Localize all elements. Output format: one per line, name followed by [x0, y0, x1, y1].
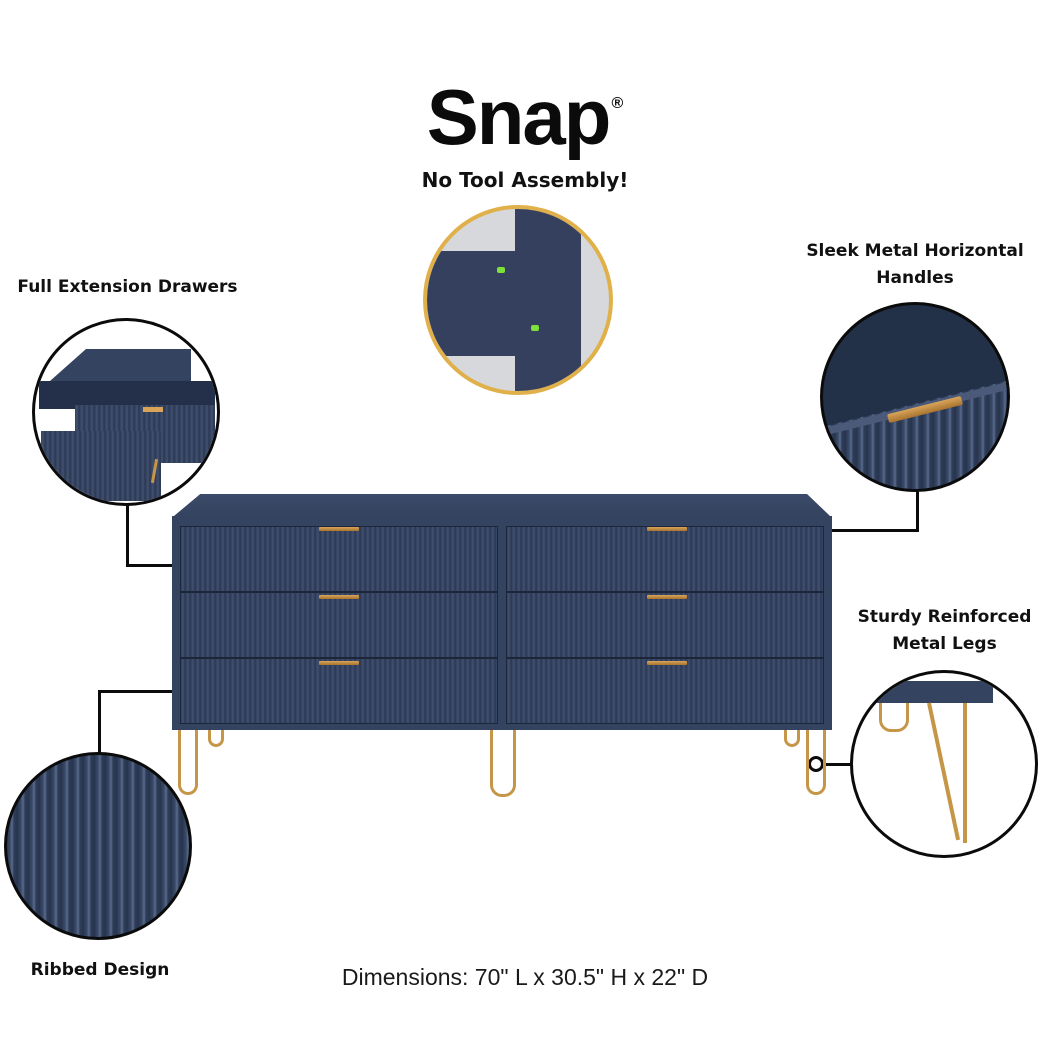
snap-clip-icon — [497, 267, 505, 273]
legs-detail-image — [850, 670, 1038, 858]
ribbed-detail-image — [4, 752, 192, 940]
handles-detail-image — [820, 302, 1010, 492]
dresser-leg — [784, 730, 800, 747]
leg-icon — [879, 703, 909, 732]
tagline: No Tool Assembly! — [421, 168, 629, 192]
feature-label-drawers: Full Extension Drawers — [17, 277, 238, 297]
dresser-leg — [178, 730, 198, 795]
drawer — [180, 658, 498, 724]
feature-label-handles: Sleek Metal Horizontal Handles — [806, 241, 1024, 288]
callout-dot — [808, 756, 824, 772]
feature-label-ribbed: Ribbed Design — [30, 960, 170, 980]
snap-clip-icon — [531, 325, 539, 331]
dresser-leg — [208, 730, 224, 747]
dimensions-text: Dimensions: 70" L x 30.5" H x 22" D — [341, 964, 709, 990]
brand-logo: Snap® — [0, 78, 1050, 156]
registered-mark: ® — [611, 95, 624, 112]
assembly-detail-image — [423, 205, 613, 395]
drawer — [506, 592, 824, 658]
drawer — [506, 526, 824, 592]
dresser-top — [174, 494, 830, 516]
brand-name: Snap — [426, 73, 612, 161]
drawer — [180, 526, 498, 592]
drawer — [506, 658, 824, 724]
drawer — [180, 592, 498, 658]
dresser-leg — [806, 730, 826, 795]
dresser-leg — [490, 730, 516, 797]
dresser — [172, 516, 832, 730]
drawers-detail-image — [32, 318, 220, 506]
feature-label-legs: Sturdy Reinforced Metal Legs — [857, 607, 1032, 654]
